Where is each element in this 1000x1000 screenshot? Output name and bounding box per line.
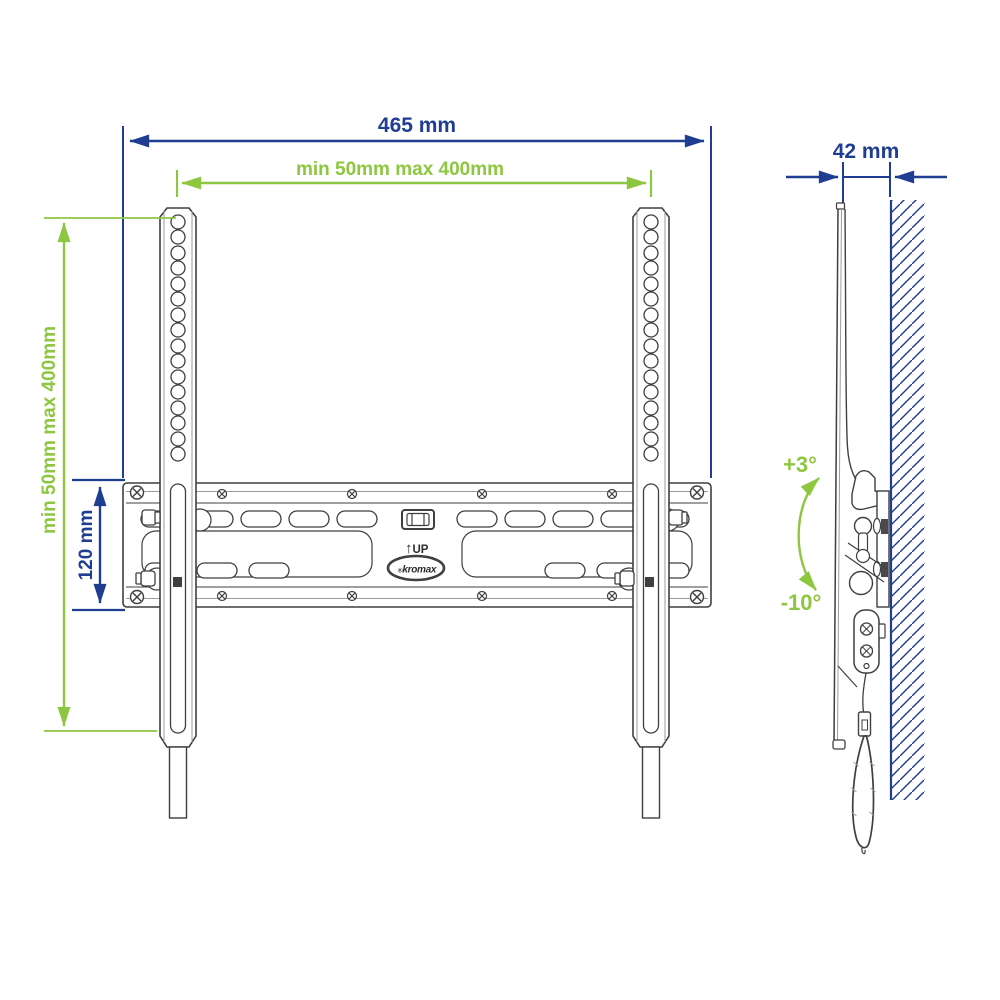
release-pull-cord (851, 672, 876, 855)
tilt-mechanism (844, 469, 890, 855)
wall-section (889, 200, 925, 800)
bracket-profile (832, 202, 866, 750)
front-view: ↑UP ®kromax (39, 114, 712, 819)
pivot-roller (848, 570, 874, 596)
flange-screws (216, 488, 618, 602)
right-tv-rail (614, 207, 688, 819)
up-marking: ↑UP (405, 540, 429, 557)
rail-bolts-right (614, 509, 688, 587)
wall-hatch (891, 200, 925, 800)
dim-label-465mm: 465 mm (378, 114, 456, 137)
wall-plate-side-bar (876, 490, 890, 608)
dimension-vesa-width: min 50mm max 400mm (175, 159, 653, 197)
dim-label-120mm: 120 mm (76, 510, 97, 581)
dimension-vesa-height: min 50mm max 400mm (39, 217, 176, 732)
wall-plate: ↑UP ®kromax (122, 482, 712, 608)
corner-screws (129, 485, 705, 605)
dimension-plate-height: 120 mm (72, 478, 125, 612)
bubble-level-indicator (401, 509, 435, 530)
tilt-up-label: +3° (783, 452, 817, 477)
rail-strap-right (641, 746, 661, 819)
bracket-foot (832, 739, 846, 750)
dim-label-42mm: 42 mm (833, 140, 900, 163)
rail-slot-right (642, 483, 660, 734)
cord-braid-marks (851, 761, 876, 817)
tilt-angle-annotation: +3° -10° (781, 452, 822, 615)
rail-bolts-left (135, 509, 182, 587)
vesa-holes-right (643, 214, 659, 462)
tilt-arc-arrow (797, 477, 820, 591)
dimension-total-width: 465 mm (122, 114, 712, 478)
tilt-down-label: -10° (781, 590, 822, 615)
tension-knob (853, 516, 873, 536)
dimension-depth: 42 mm (786, 140, 947, 204)
dim-label-vesa-height: min 50mm max 400mm (39, 326, 60, 534)
rail-strap-left (168, 746, 188, 819)
brand-logo-text: ®kromax (398, 565, 437, 576)
pull-loop (851, 735, 875, 849)
side-view: 42 mm (781, 140, 947, 855)
left-tv-rail (135, 207, 197, 819)
rail-slot-left (169, 483, 187, 734)
brand-badge: ®kromax (386, 554, 446, 582)
lower-latch-bracket (853, 609, 886, 674)
dim-label-vesa-width: min 50mm max 400mm (296, 159, 504, 180)
